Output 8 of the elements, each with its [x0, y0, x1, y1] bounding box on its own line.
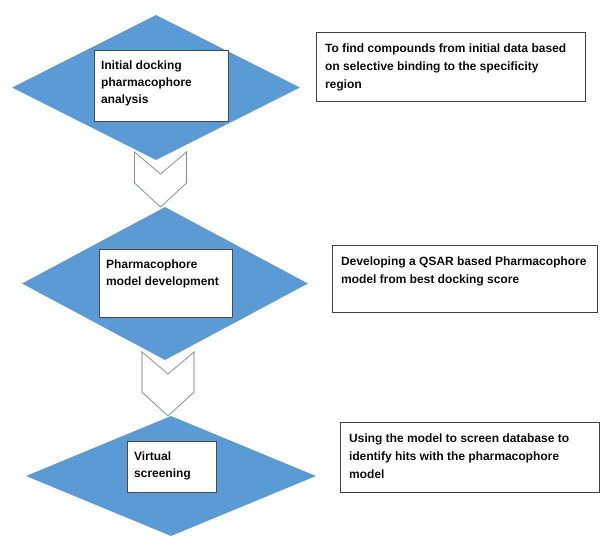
chevron-arrow — [142, 350, 194, 417]
description-box: Using the model to screen database to identify hits with the pharmacophore model — [340, 422, 600, 493]
chevron-arrow — [134, 150, 187, 208]
step-label: Initial docking pharmacophore analysis — [94, 50, 229, 122]
step-label: Pharmacophore model development — [99, 249, 233, 318]
description-box: Developing a QSAR based Pharmacophore model from best docking score — [332, 245, 598, 313]
description-box: To find compounds from initial data based on selective binding to the specificity region — [316, 32, 586, 102]
step-label: Virtual screening — [127, 441, 217, 493]
